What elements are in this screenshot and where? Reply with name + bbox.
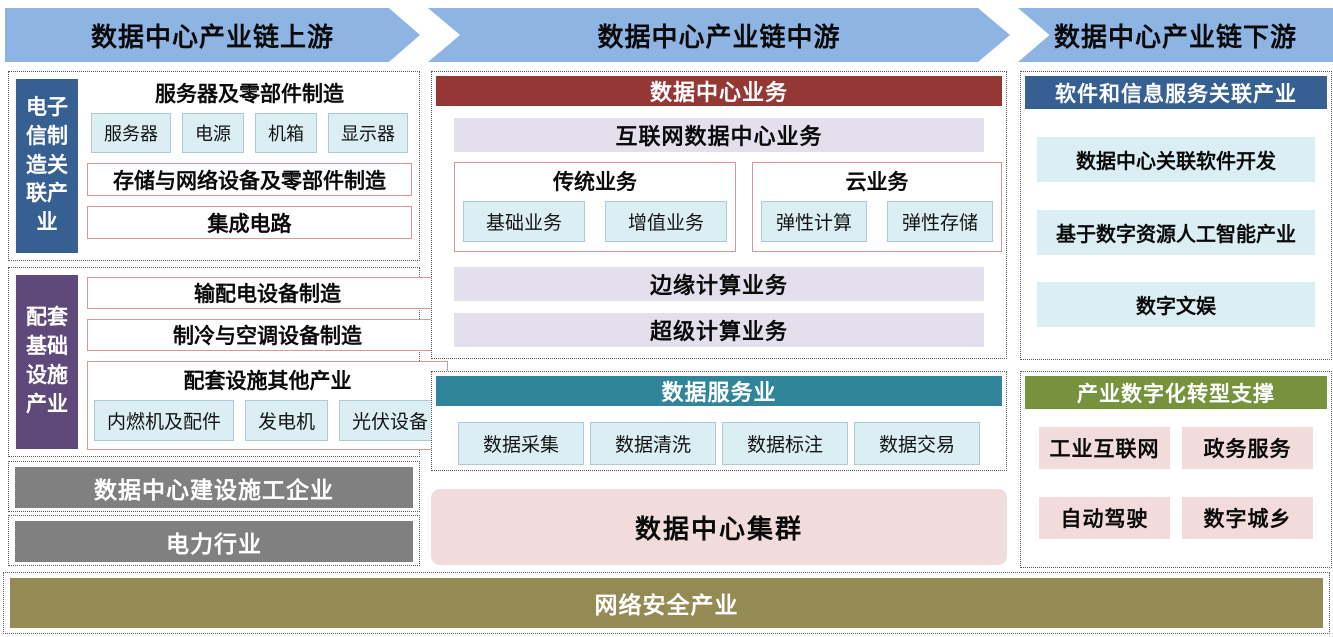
cooling-equipment-box: 制冷与空调设备制造 xyxy=(87,319,449,351)
section-construction: 数据中心建设施工企业 xyxy=(8,461,420,512)
government-service-box: 政务服务 xyxy=(1182,427,1313,469)
cloud-business-title: 云业务 xyxy=(845,171,909,194)
infrastructure-vertical-label: 配套基础设施产业 xyxy=(16,275,78,449)
chip-server: 服务器 xyxy=(91,113,171,153)
chip-value-added-business: 增值业务 xyxy=(605,201,728,242)
chip-combustion-engine: 内燃机及配件 xyxy=(94,400,235,441)
business-pair-row: 传统业务 基础业务 增值业务 云业务 弹性计算 弹性存储 xyxy=(454,162,1003,252)
digital-transformation-header: 产业数字化转型支撑 xyxy=(1025,376,1327,409)
edge-computing-bar: 边缘计算业务 xyxy=(454,267,984,301)
electronics-vertical-label: 电子信制造关联产业 xyxy=(16,79,78,253)
chip-data-collection: 数据采集 xyxy=(458,422,585,465)
integrated-circuit-box: 集成电路 xyxy=(87,206,412,239)
idc-business-bar: 互联网数据中心业务 xyxy=(454,118,984,152)
chip-data-labeling: 数据标注 xyxy=(721,422,848,465)
network-security-bar: 网络安全产业 xyxy=(10,578,1323,628)
section-network-security: 网络安全产业 xyxy=(3,572,1330,634)
section-supporting-infrastructure: 配套基础设施产业 输配电设备制造 制冷与空调设备制造 配套设施其他产业 内燃机及… xyxy=(8,267,449,457)
construction-bar: 数据中心建设施工企业 xyxy=(15,467,413,508)
chip-generator: 发电机 xyxy=(245,400,329,441)
other-facilities-title: 配套设施其他产业 xyxy=(183,370,352,393)
autonomous-driving-box: 自动驾驶 xyxy=(1039,497,1170,539)
section-digital-transformation: 产业数字化转型支撑 工业互联网 政务服务 自动驾驶 数字城乡 xyxy=(1020,371,1332,568)
chip-data-cleaning: 数据清洗 xyxy=(589,422,716,465)
banner-upstream: 数据中心产业链上游 xyxy=(5,8,420,62)
datacenter-business-header: 数据中心业务 xyxy=(436,76,1002,106)
cloud-business-group: 云业务 弹性计算 弹性存储 xyxy=(752,162,1003,252)
digital-urban-rural-box: 数字城乡 xyxy=(1182,497,1313,539)
chip-data-trading: 数据交易 xyxy=(853,422,980,465)
chip-power-supply: 电源 xyxy=(182,113,244,153)
chip-elastic-storage: 弹性存储 xyxy=(887,201,994,242)
data-service-header: 数据服务业 xyxy=(436,376,1002,406)
traditional-business-group: 传统业务 基础业务 增值业务 xyxy=(454,162,737,252)
data-service-chip-row: 数据采集 数据清洗 数据标注 数据交易 xyxy=(458,422,980,465)
section-data-service: 数据服务业 数据采集 数据清洗 数据标注 数据交易 xyxy=(431,371,1007,471)
server-parts-title: 服务器及零部件制造 xyxy=(155,83,344,106)
cloud-business-chips: 弹性计算 弹性存储 xyxy=(761,201,994,242)
industrial-internet-box: 工业互联网 xyxy=(1039,427,1170,469)
chip-display: 显示器 xyxy=(328,113,408,153)
ai-industry-box: 基于数字资源人工智能产业 xyxy=(1037,209,1315,255)
software-dev-box: 数据中心关联软件开发 xyxy=(1037,136,1315,182)
infrastructure-content: 输配电设备制造 制冷与空调设备制造 配套设施其他产业 内燃机及配件 发电机 光伏… xyxy=(87,275,449,450)
section-datacenter-business: 数据中心业务 互联网数据中心业务 传统业务 基础业务 增值业务 云业务 弹性计算… xyxy=(431,71,1007,359)
electronics-content: 服务器及零部件制造 服务器 电源 机箱 显示器 存储与网络设备及零部件制造 集成… xyxy=(87,79,412,253)
software-services-header: 软件和信息服务关联产业 xyxy=(1025,76,1327,109)
chip-basic-business: 基础业务 xyxy=(463,201,586,242)
power-industry-bar: 电力行业 xyxy=(15,521,413,562)
software-services-stack: 数据中心关联软件开发 基于数字资源人工智能产业 数字文娱 xyxy=(1025,109,1327,355)
traditional-business-chips: 基础业务 增值业务 xyxy=(463,201,728,242)
super-computing-bar: 超级计算业务 xyxy=(454,313,984,347)
server-parts-chip-row: 服务器 电源 机箱 显示器 xyxy=(87,113,412,153)
section-power-industry: 电力行业 xyxy=(8,515,420,566)
other-facilities-chip-row: 内燃机及配件 发电机 光伏设备 xyxy=(94,400,442,441)
datacenter-cluster-bar: 数据中心集群 xyxy=(431,489,1007,565)
power-transmission-box: 输配电设备制造 xyxy=(87,277,449,309)
transformation-grid: 工业互联网 政务服务 自动驾驶 数字城乡 xyxy=(1039,427,1313,539)
section-electronics-manufacturing: 电子信制造关联产业 服务器及零部件制造 服务器 电源 机箱 显示器 存储与网络设… xyxy=(8,71,420,261)
digital-entertainment-box: 数字文娱 xyxy=(1037,282,1315,328)
other-facilities-group: 配套设施其他产业 内燃机及配件 发电机 光伏设备 xyxy=(87,361,449,450)
storage-network-box: 存储与网络设备及零部件制造 xyxy=(87,163,412,196)
traditional-business-title: 传统业务 xyxy=(553,171,638,194)
section-software-services: 软件和信息服务关联产业 数据中心关联软件开发 基于数字资源人工智能产业 数字文娱 xyxy=(1020,71,1332,360)
chip-photovoltaic: 光伏设备 xyxy=(339,400,442,441)
banner-downstream: 数据中心产业链下游 xyxy=(1018,8,1333,62)
chip-chassis: 机箱 xyxy=(255,113,317,153)
chip-elastic-compute: 弹性计算 xyxy=(761,201,868,242)
banner-midstream: 数据中心产业链中游 xyxy=(428,8,1010,62)
